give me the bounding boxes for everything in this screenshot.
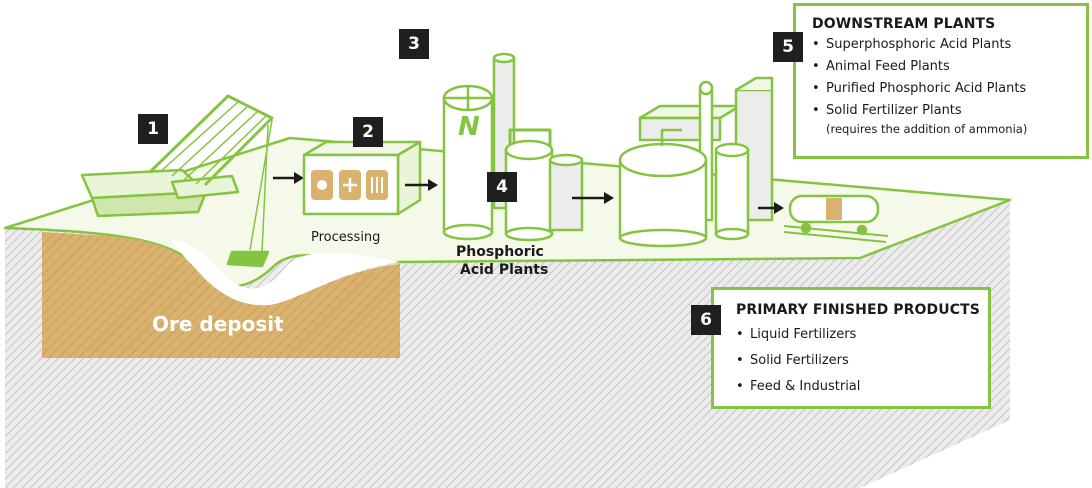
processing-icons [311, 170, 388, 200]
primary-item: •Solid Fertilizers [736, 353, 849, 368]
downstream-note: (requires the addition of ammonia) [826, 122, 1028, 136]
primary-products-panel: PRIMARY FINISHED PRODUCTS •Liquid Fertil… [711, 287, 991, 409]
primary-list: •Liquid Fertilizers •Solid Fertilizers •… [736, 322, 988, 400]
primary-item: •Liquid Fertilizers [736, 327, 857, 342]
processing-label: Processing [311, 230, 381, 245]
downstream-plants-panel: DOWNSTREAM PLANTS •Superphosphoric Acid … [793, 3, 1089, 159]
flow-arrow-3 [572, 192, 614, 204]
dragline-excavator [80, 94, 274, 268]
step-3-badge: 3 [399, 29, 429, 59]
rail-tank-car [783, 194, 889, 243]
phosphoric-label-line1: Phosphoric [456, 244, 544, 260]
tank-logo: N [458, 112, 480, 142]
mining-pit [170, 240, 400, 306]
phosphoric-acid-plants [442, 52, 584, 242]
phosphoric-label-line2: Acid Plants [460, 262, 549, 278]
primary-item: •Feed & Industrial [736, 379, 861, 394]
step-2-badge: 2 [353, 117, 383, 147]
downstream-item: •Solid Fertilizer Plants [812, 103, 962, 118]
primary-title: PRIMARY FINISHED PRODUCTS [736, 302, 980, 318]
step-4-badge: 4 [487, 172, 517, 202]
downstream-list: •Superphosphoric Acid Plants •Animal Fee… [812, 34, 1086, 122]
downstream-plant-buildings [618, 76, 774, 248]
flow-arrow-1 [273, 172, 304, 184]
downstream-item: •Purified Phosphoric Acid Plants [812, 81, 1027, 96]
step-1-badge: 1 [138, 114, 168, 144]
step-5-badge: 5 [773, 32, 803, 62]
step-6-badge: 6 [691, 305, 721, 335]
downstream-item: •Animal Feed Plants [812, 59, 950, 74]
flow-arrow-4 [758, 202, 784, 214]
ore-deposit-label: Ore deposit [152, 312, 284, 336]
flow-arrow-2 [405, 179, 438, 191]
downstream-item: •Superphosphoric Acid Plants [812, 37, 1012, 52]
ore-deposit-body [42, 232, 400, 358]
downstream-title: DOWNSTREAM PLANTS [812, 16, 996, 32]
